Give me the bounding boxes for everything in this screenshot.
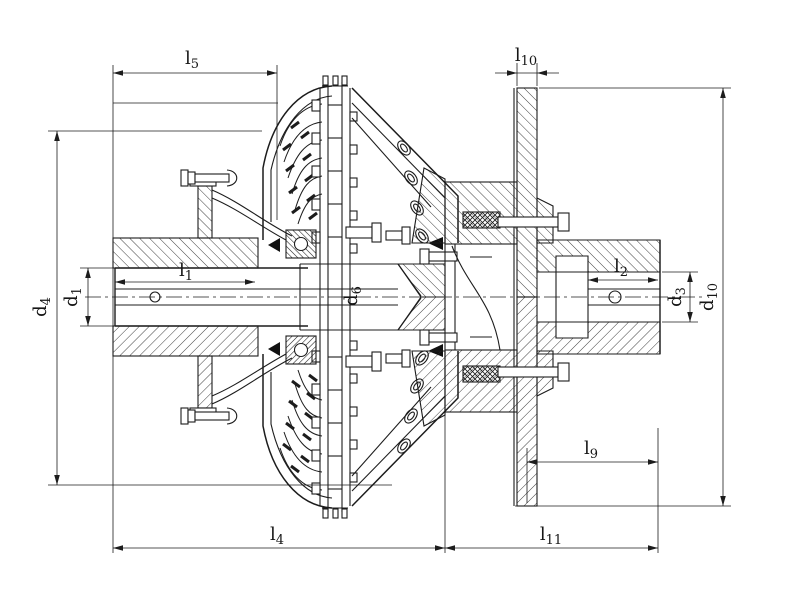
dim-label-l11: l11 [540,524,562,548]
right-hub-section [536,239,661,273]
disc-bolt [497,212,570,232]
bore-cone [397,263,422,297]
dimension-arrows [54,70,726,551]
dim-label-d3: d3 [665,287,689,307]
dim-label-d10: d10 [697,283,721,311]
dim-label-d1: d1 [61,287,85,307]
elastic-element [462,211,501,229]
flex-plate-curve [451,245,501,351]
flange-disc-section [516,87,538,298]
inner-bolts [345,222,411,245]
left-hub-section [112,237,259,269]
upper-half-geometry [112,75,661,298]
shell-inner-profile [270,95,333,222]
cover-web-section [197,185,213,239]
dimension-lines [48,63,731,553]
cover-cone-line [211,197,287,241]
axis-and-joint [85,182,703,412]
dim-label-l4: l4 [270,524,284,548]
seal-wedge [268,238,280,252]
cover-bolt [180,169,238,187]
dim-label-l2: l2 [614,256,628,280]
dim-label-d6: d6 [341,286,365,306]
cover-cone-line [211,189,293,237]
dimension-labels: l5 l10 l1 l2 l9 l4 l11 d4 d1 d6 d3 d10 [30,45,721,548]
bearing-section [285,229,317,259]
dim-label-l5: l5 [185,48,199,72]
dim-label-l10: l10 [515,45,537,69]
dim-label-l1: l1 [179,260,193,284]
dim-label-l9: l9 [584,438,598,462]
shell-outer-profile [262,85,333,240]
center-flange-joint [311,75,358,297]
dim-label-d4: d4 [30,297,54,317]
bore-end-metal [396,263,446,298]
bearing-roller [293,236,309,252]
